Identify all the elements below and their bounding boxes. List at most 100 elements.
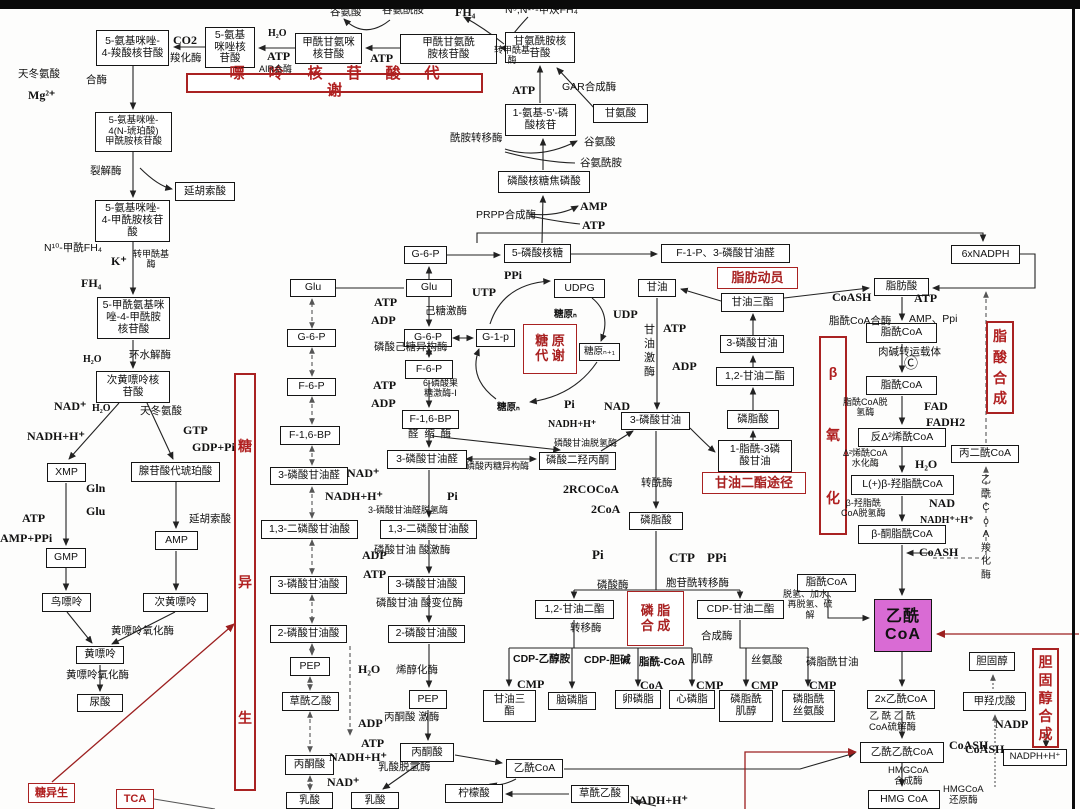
malonyl-coa: 丙二酰CoA xyxy=(951,445,1019,463)
flow-label: 谷氨酸 xyxy=(584,136,616,148)
glycerol-3p-mid: 3-磷酸甘油 xyxy=(621,412,690,430)
glycerol: 甘油 xyxy=(638,279,676,297)
flow-label: 乳酸脱氢酶 xyxy=(378,761,431,773)
flow-label: ATP xyxy=(363,567,387,581)
flow-label: NAD xyxy=(929,496,955,510)
flow-label: 脂酰CoA脱 氢酶 xyxy=(843,397,888,418)
flow-label: PRPP合成酶 xyxy=(476,209,537,221)
flow-label: UTP xyxy=(472,285,496,299)
flow-label: ATP xyxy=(374,295,398,309)
sec-dag-pathway: 甘油二酯途径 xyxy=(702,472,806,494)
udpg: UDPG xyxy=(554,279,605,298)
flow-label: ADP xyxy=(362,548,387,562)
acetyl-coa-main: 乙酰 CoA xyxy=(874,599,932,652)
air: 5-氨基 咪唑核 苷酸 xyxy=(205,27,255,68)
fgam: 甲酰甘氨咪 核苷酸 xyxy=(295,33,362,64)
flow-label: 转甲酰基 酶 xyxy=(494,45,531,66)
flow-label: ADP xyxy=(672,359,697,373)
flow-label: NADH⁺+H⁺ xyxy=(920,515,974,526)
flow-label: AMP xyxy=(580,199,608,213)
flow-label: CDP-乙醇胺 xyxy=(513,653,571,665)
trans-enoyl-coa: 反Δ²烯酰CoA xyxy=(858,428,946,447)
flow-label: H₂O xyxy=(358,662,381,676)
flow-label: FAD xyxy=(924,399,948,413)
flow-label: Pi xyxy=(447,489,458,503)
g6p-left: G-6-P xyxy=(287,329,336,347)
flow-label: 黄嘌呤氧化酶 xyxy=(111,625,174,637)
top-border-bar xyxy=(0,0,1080,9)
lyso-pa: 1-脂酰-3磷 酸甘油 xyxy=(718,440,792,472)
flow-label: HMGCoA 还原酶 xyxy=(943,784,984,806)
flow-label: CoASH xyxy=(949,738,989,752)
pyruvate-center: 丙酮酸 xyxy=(400,743,454,762)
sec-glycogen: 糖 原 代 谢 xyxy=(523,324,577,374)
xmp: XMP xyxy=(47,463,86,482)
flow-label: 合酶 xyxy=(86,74,107,86)
flow-label: NAD⁺ xyxy=(347,466,380,480)
oaa-left: 草酰乙酸 xyxy=(282,692,339,711)
flow-label: ATP xyxy=(663,321,687,335)
nadph-h: NADPH+H⁺ xyxy=(1003,749,1067,766)
flow-label: 延胡索酸 xyxy=(189,513,231,525)
pra: 1-氨基-5'-磷 酸核苷 xyxy=(505,104,576,136)
ga3p-center: 3-磷酸甘油醛 xyxy=(387,450,467,469)
triglyceride: 甘油三酯 xyxy=(721,293,784,312)
flow-label: UDP xyxy=(613,307,638,321)
faicar: 5-甲酰氨基咪 唑-4-甲酰胺 核苷酸 xyxy=(97,297,170,339)
sec-fat-mobilization: 脂肪动员 xyxy=(717,267,798,289)
pg2-left: 2-磷酸甘油酸 xyxy=(270,625,347,643)
g6p-top: G-6-P xyxy=(404,246,447,264)
flow-label: 转甲酰基 酶 xyxy=(133,249,170,270)
flow-label: 磷酸甘油脱氢酶 xyxy=(554,438,618,448)
flow-label: AMP、Ppi xyxy=(909,313,958,325)
guanine: 鸟嘌呤 xyxy=(42,593,91,612)
flow-label: 天冬氨酸 xyxy=(140,405,182,417)
flow-label: 转移酶 xyxy=(570,622,602,634)
flow-label: 环水解酶 xyxy=(129,349,171,361)
flow-label: 磷酸己糖异构酶 xyxy=(374,341,448,353)
acyl-coa-small: 脂酰CoA xyxy=(797,574,856,592)
flow-label: ATP xyxy=(512,83,536,97)
flow-label: NADH+H⁺ xyxy=(27,429,85,443)
flow-label: 胞苷酰转移酶 xyxy=(666,577,729,589)
flow-label: 糖原ₙ xyxy=(554,309,577,320)
flow-label: Pi xyxy=(564,397,575,411)
flow-label: AIR合酶 xyxy=(259,64,293,74)
flow-label: CoASH xyxy=(965,742,1005,756)
flow-label: FH₄ xyxy=(81,276,102,290)
flow-label: PPi xyxy=(707,550,727,565)
flow-label: H₂O xyxy=(268,28,287,39)
ga3p-left: 3-磷酸甘油醛 xyxy=(270,467,348,485)
flow-label: HMGCoA 合成酶 xyxy=(888,765,929,787)
cair: 5-氨基咪唑- 4-羧酸核苷酸 xyxy=(96,30,169,66)
flow-label: 转酰酶 xyxy=(641,477,673,489)
flow-label: CoASH xyxy=(919,545,959,559)
flow-label: 合成酶 xyxy=(701,630,733,642)
flow-label: 磷酸甘油 酸激酶 xyxy=(374,544,451,556)
pep-left: PEP xyxy=(290,657,330,676)
title-purine: 嘌呤核苷酸代谢 xyxy=(186,65,483,99)
glu-center: Glu xyxy=(406,279,452,297)
flow-label: ATP xyxy=(914,291,938,305)
sec-cholesterol-syn: 胆 固 醇 合 成 xyxy=(1032,648,1059,748)
flow-label: 丝氨酸 xyxy=(751,654,783,666)
sec-beta-oxidation: β 氧 化 xyxy=(819,336,847,535)
dag-right: 1,2-甘油二酯 xyxy=(716,367,794,386)
adenylosuccinate: 腺苷酸代琥珀酸 xyxy=(131,462,220,482)
flow-label: NADH+H⁺ xyxy=(548,419,597,430)
flow-label: 谷氨酸 xyxy=(330,6,362,18)
glycerol-3p-right: 3-磷酸甘油 xyxy=(720,335,784,353)
flow-label: 羧化酶 xyxy=(170,52,202,64)
nadph-6x: 6xNADPH xyxy=(951,245,1020,264)
flow-label: NAD⁺ xyxy=(54,399,87,413)
flow-label: NADP xyxy=(995,717,1029,731)
pg2-center: 2-磷酸甘油酸 xyxy=(388,625,465,643)
flow-label: 磷脂酰甘油 xyxy=(806,656,859,668)
flow-label: NADH+H⁺ xyxy=(325,489,383,503)
mevalonate: 甲羟戊酸 xyxy=(963,692,1026,711)
flow-label: CDP-胆碱 xyxy=(584,654,631,666)
acetyl-coa-2x: 2x乙酰CoA xyxy=(867,690,935,709)
glu-left: Glu xyxy=(290,279,336,297)
tag-tca: TCA xyxy=(116,789,154,809)
flow-label: ADP xyxy=(371,313,396,327)
